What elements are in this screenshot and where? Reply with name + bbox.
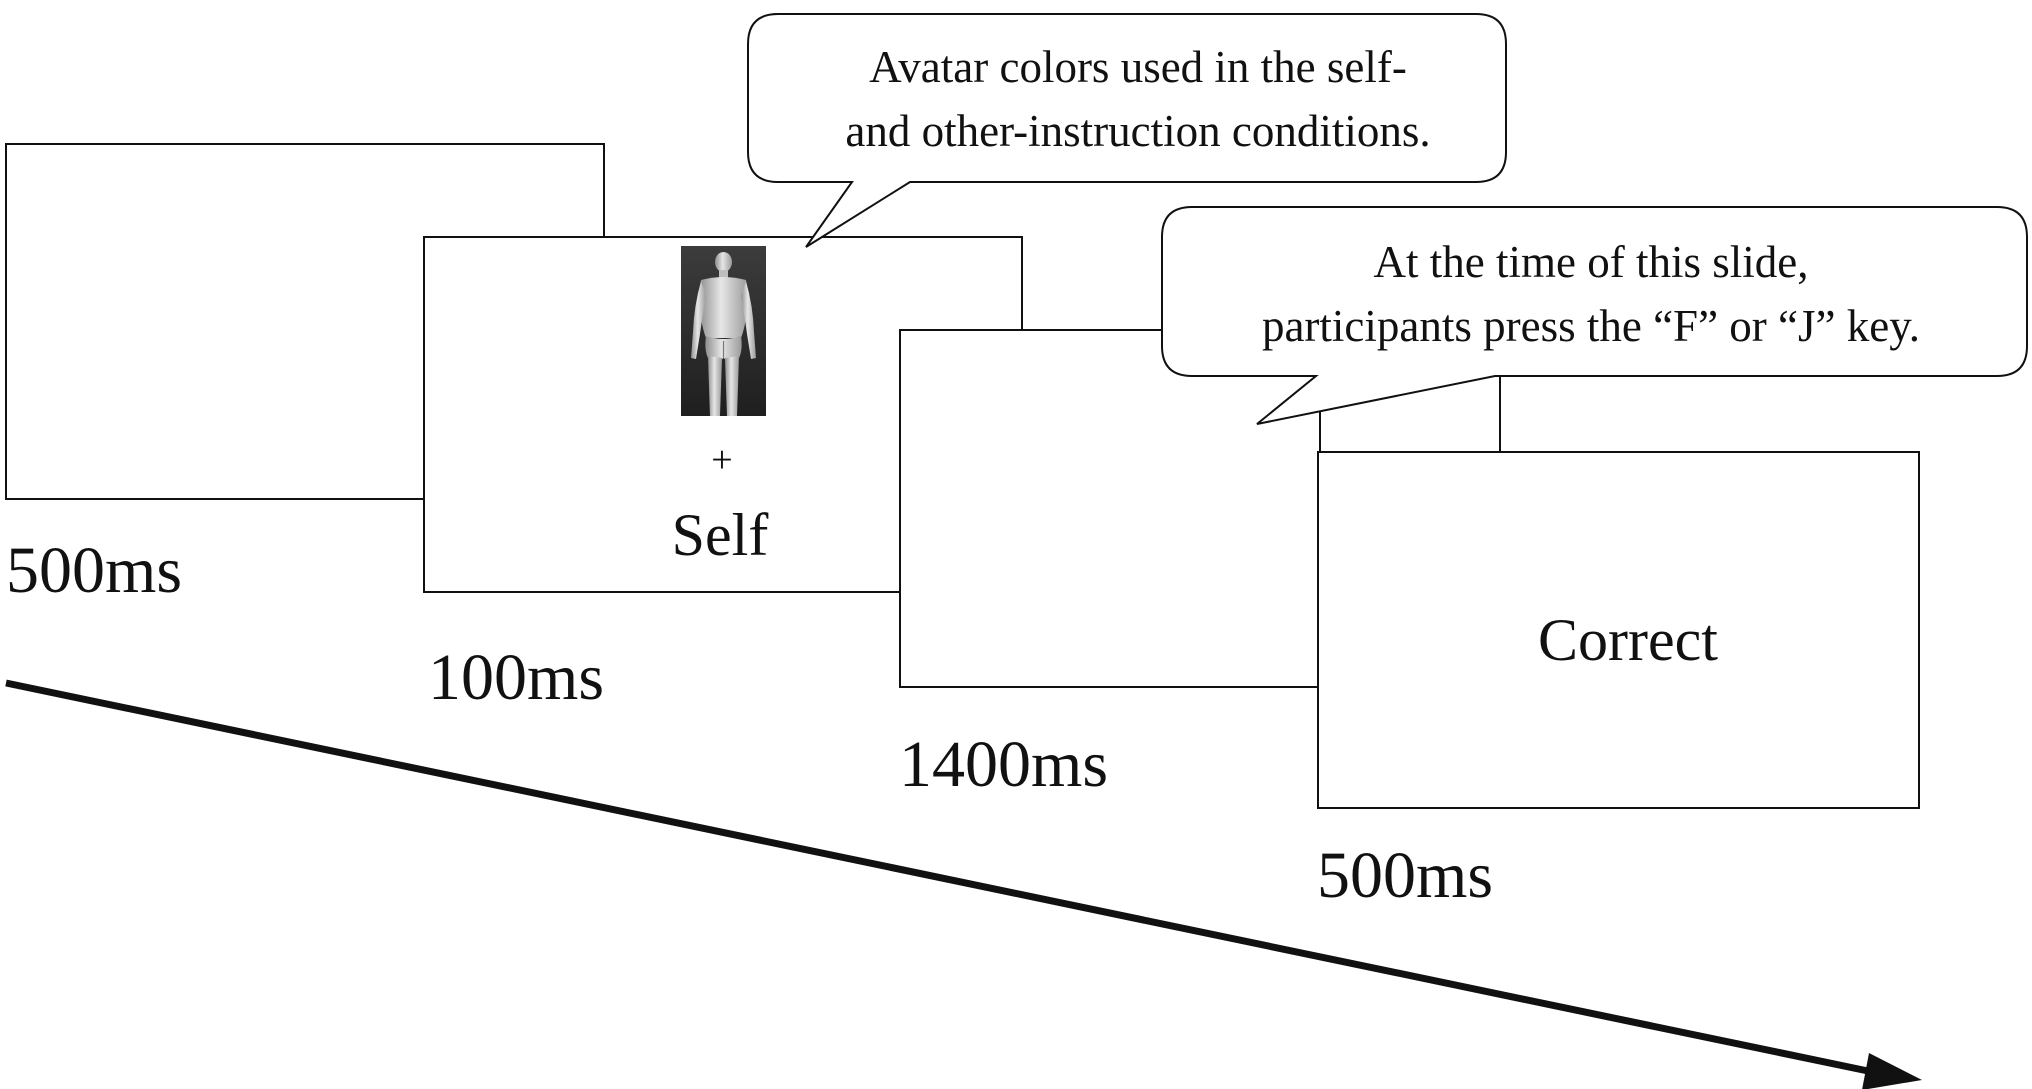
duration-label: 1400ms — [899, 728, 1109, 801]
callout-line: Avatar colors used in the self- — [869, 42, 1407, 92]
callout-text-response: At the time of this slide, participants … — [1262, 230, 1920, 358]
callout-line: and other-instruction conditions. — [845, 106, 1431, 156]
duration-label: 500ms — [1317, 839, 1494, 912]
callout-text-avatar: Avatar colors used in the self- and othe… — [845, 35, 1430, 163]
callout-line: At the time of this slide, — [1373, 237, 1809, 287]
callout-line: participants press the “F” or “J” key. — [1261, 301, 1921, 351]
duration-label: 500ms — [6, 534, 183, 607]
fixation-cross: + — [711, 439, 733, 481]
arrowhead-icon — [1862, 1053, 1922, 1089]
avatar-back-view-icon — [681, 246, 766, 416]
instruction-label: Self — [671, 502, 769, 568]
feedback-label: Correct — [1538, 607, 1718, 673]
duration-label: 100ms — [428, 641, 605, 714]
slide-response — [899, 329, 1321, 688]
